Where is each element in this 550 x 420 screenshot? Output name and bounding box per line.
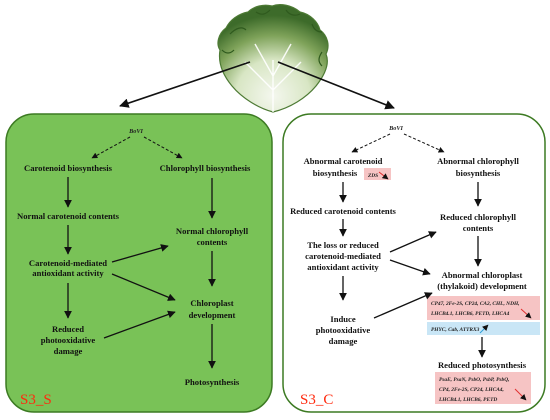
right-gene-label: BoVI — [388, 125, 403, 132]
left-antioxidant-line2: antioxidant activity — [32, 268, 104, 278]
right-induce-line3: damage — [329, 336, 358, 346]
right-arrow-loss-to-chlorophyll — [389, 231, 437, 253]
left-gene-label: BoVI — [128, 128, 143, 135]
photosynthesis-genes-box — [435, 372, 531, 404]
left-normal-chlorophyll-line2: contents — [197, 237, 228, 247]
left-arrow-antiox-to-chloroplast — [111, 273, 176, 301]
right-arrow-loss-to-chloroplast — [389, 259, 431, 276]
red-down-arrow-icon — [378, 171, 389, 180]
right-reduced-photosynthesis: Reduced photosynthesis — [438, 360, 527, 370]
right-abnormal-chloroplast-line1: Abnormal chloroplast — [442, 270, 523, 280]
right-arrow-damage-to-chloroplast — [373, 292, 433, 319]
zds-label: ZDS — [367, 173, 378, 179]
right-dashed-arrow-carotenoid — [351, 133, 391, 153]
down-regulated-genes-box — [427, 296, 540, 320]
left-carotenoid-biosynthesis: Carotenoid biosynthesis — [24, 163, 113, 173]
down-genes-line1: CP47, 2Fe-2S, CP24, CA2, CHL, NDH, — [431, 301, 520, 307]
left-antioxidant-line1: Carotenoid-mediated — [29, 258, 107, 268]
left-arrow-antiox-to-chlorophyll — [111, 244, 169, 263]
blue-up-arrow-icon — [479, 324, 489, 334]
right-abnormal-carotenoid-line1: Abnormal carotenoid — [304, 156, 383, 166]
right-loss-line2: carotenoid-mediated — [305, 251, 381, 261]
right-abnormal-chloroplast-line2: (thylakoid) development — [437, 281, 527, 291]
left-dashed-arrow-carotenoid — [91, 136, 131, 159]
left-panel — [5, 113, 273, 413]
right-abnormal-chlorophyll-line1: Abnormal chlorophyll — [437, 156, 519, 166]
left-normal-carotenoid: Normal carotenoid contents — [17, 211, 120, 221]
red-down-arrow-icon — [520, 308, 532, 319]
right-reduced-chlorophyll-line1: Reduced chlorophyll — [440, 212, 517, 222]
right-reduced-carotenoid: Reduced carotenoid contents — [290, 206, 396, 216]
right-induce-line1: Induce — [330, 314, 355, 324]
arrow-leaf-to-left — [119, 61, 251, 108]
left-normal-chlorophyll-line1: Normal chlorophyll — [176, 226, 249, 236]
down-genes-line2: LHCB4.1, LHCB6, PETD, LHCA4 — [430, 311, 510, 317]
ps-genes-line2: CP4, 2Fe-2S, CP24, LHCA4, — [439, 387, 504, 393]
right-panel — [282, 113, 546, 413]
right-loss-line1: The loss or reduced — [307, 240, 379, 250]
left-chlorophyll-biosynthesis: Chlorophyll biosynthesis — [160, 163, 251, 173]
right-loss-line3: antioxidant activity — [307, 262, 379, 272]
ps-genes-line1: PsaE, PsaN, PsbO, PsbP, PsbQ, — [439, 377, 509, 383]
up-genes: PHYC, Cab, ATTRX3 — [431, 327, 480, 333]
left-chloroplast-line1: Chloroplast — [190, 298, 233, 308]
left-dashed-arrow-chlorophyll — [143, 136, 183, 159]
right-induce-line2: photooxidative — [316, 325, 371, 335]
left-reduced-damage-line2: photooxidative — [41, 335, 96, 345]
right-abnormal-carotenoid-line2: biosynthesis — [313, 168, 358, 178]
right-panel-label: S3_C — [300, 392, 333, 408]
arrow-leaf-to-right — [277, 61, 395, 110]
right-dashed-arrow-chlorophyll — [403, 133, 445, 153]
left-panel-label: S3_S — [20, 392, 52, 408]
ps-genes-line3: LHCB4.1, LHCB6, PETD — [438, 397, 497, 403]
kale-leaf-image — [217, 4, 329, 113]
left-reduced-damage-line1: Reduced — [52, 324, 84, 334]
left-chloroplast-line2: development — [189, 310, 236, 320]
left-photosynthesis: Photosynthesis — [185, 377, 240, 387]
right-abnormal-chlorophyll-line2: biosynthesis — [456, 168, 501, 178]
right-reduced-chlorophyll-line2: contents — [463, 223, 494, 233]
red-down-arrow-icon — [514, 388, 527, 401]
left-reduced-damage-line3: damage — [54, 346, 83, 356]
left-arrow-damage-to-chloroplast — [103, 310, 176, 339]
